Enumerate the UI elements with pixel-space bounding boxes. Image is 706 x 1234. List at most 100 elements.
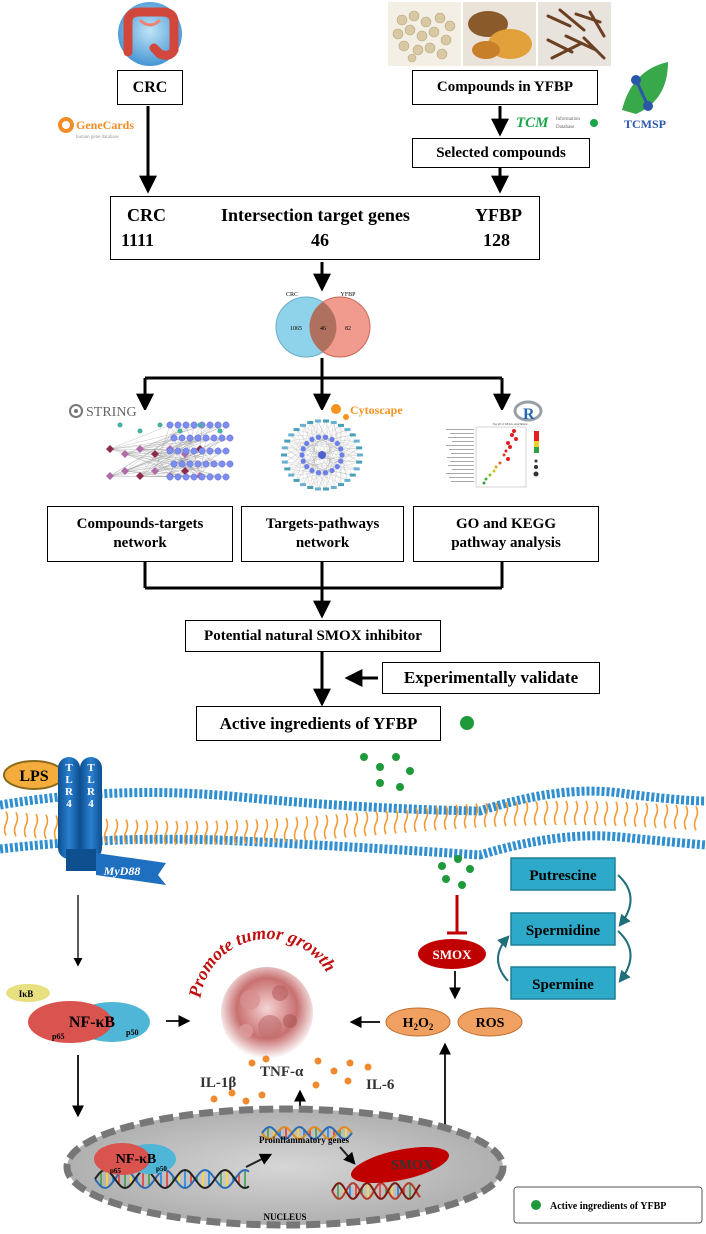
svg-text:Top 20 of KEGG enrichment: Top 20 of KEGG enrichment xyxy=(493,422,528,426)
targets-pathways-line1: Targets-pathways xyxy=(265,516,380,532)
lipid-tails xyxy=(3,800,699,846)
svg-text:TCMSP: TCMSP xyxy=(624,117,666,131)
putrescine-label: Putrescine xyxy=(529,868,597,884)
svg-text:R: R xyxy=(65,786,74,798)
cell-membrane xyxy=(0,786,706,860)
p65-label: p65 xyxy=(52,1032,64,1041)
potential-inhibitor-box: Potential natural SMOX inhibitor xyxy=(185,620,441,652)
intersection-yfbp-count: 128 xyxy=(483,230,510,250)
svg-text:4: 4 xyxy=(66,798,72,810)
lps-label: LPS xyxy=(19,768,48,785)
intersection-box: CRC 1111 Intersection target genes 46 YF… xyxy=(110,196,540,260)
potential-inhibitor-label: Potential natural SMOX inhibitor xyxy=(204,627,422,644)
intersection-yfbp-name: YFBP xyxy=(475,205,522,225)
compounds-targets-line1: Compounds-targets xyxy=(76,516,204,532)
active-ingredients-label: Active ingredients of YFBP xyxy=(219,713,418,733)
active-ingredients-box: Active ingredients of YFBP xyxy=(196,706,441,741)
svg-text:Database: Database xyxy=(556,125,575,130)
nuclear-smox-label: SMOX xyxy=(391,1158,433,1173)
svg-text:82: 82 xyxy=(345,326,351,332)
mechanism-graphics: LPS T L R 4 T L R 4 MyD88 IκB NF-κB p65 … xyxy=(0,753,706,1229)
h2o2-label: H2O2 xyxy=(403,1016,434,1032)
nucleus-shape xyxy=(67,1109,503,1225)
nuclear-p50-label: p50 xyxy=(156,1165,167,1173)
smox-label: SMOX xyxy=(433,947,473,962)
compounds-targets-line2: network xyxy=(113,535,167,551)
myd88-label: MyD88 xyxy=(103,864,141,878)
genecards-logo: GeneCards human gene database xyxy=(58,117,134,140)
svg-text:46: 46 xyxy=(320,326,326,332)
intersection-crc-name: CRC xyxy=(127,205,166,225)
intersection-title: Intersection target genes xyxy=(221,205,410,225)
tcm-logo: TCM Information Database xyxy=(516,115,598,131)
compound-target-network-image xyxy=(106,421,234,481)
ros-label: ROS xyxy=(476,1016,505,1031)
nuclear-smox-shape xyxy=(350,1147,450,1183)
smox-shape xyxy=(418,939,486,969)
svg-text:human gene database: human gene database xyxy=(76,135,120,140)
dna-helix-right xyxy=(331,1182,421,1200)
go-kegg-line2: pathway analysis xyxy=(451,535,561,551)
ros-shape xyxy=(457,1007,523,1037)
il1b-label: IL-1β xyxy=(200,1075,236,1091)
tcmsp-logo: TCMSP xyxy=(622,62,668,131)
ikb-shape xyxy=(6,984,50,1002)
svg-text:R: R xyxy=(523,406,535,423)
compounds-box-label: Compounds in YFBP xyxy=(436,79,574,95)
ingredient-dots-intracellular xyxy=(438,855,474,889)
svg-text:Information: Information xyxy=(556,117,580,122)
putrescine-box xyxy=(510,857,616,891)
ikb-label: IκB xyxy=(19,989,34,999)
r-logo: R xyxy=(513,400,543,423)
targets-pathways-box: Targets-pathways network xyxy=(241,506,404,562)
go-kegg-line1: GO and KEGG xyxy=(455,516,557,532)
legend-dot xyxy=(531,1200,541,1210)
svg-text:4: 4 xyxy=(88,798,94,810)
svg-text:YFBP: YFBP xyxy=(340,292,356,298)
svg-text:L: L xyxy=(65,774,72,786)
nuclear-envelope xyxy=(63,1105,507,1229)
compounds-targets-box: Compounds-targets network xyxy=(47,506,233,562)
herb-images xyxy=(388,2,611,66)
analysis-graphics: STRING Cytoscape R Top 20 of KEGG enrich… xyxy=(69,400,543,491)
validate-box: Experimentally validate xyxy=(382,662,600,694)
spermine-label: Spermine xyxy=(532,977,594,993)
lower-workflow-graphics xyxy=(143,562,504,730)
ingredient-dot xyxy=(460,716,474,730)
targets-pathways-line2: network xyxy=(295,535,350,551)
validate-label: Experimentally validate xyxy=(403,668,579,687)
nfkb-p65-shape xyxy=(28,1001,112,1043)
workflow-graphics: GeneCards human gene database TCM Inform… xyxy=(58,2,668,410)
legend-box xyxy=(513,1186,703,1224)
svg-text:T: T xyxy=(87,762,95,774)
dna-helix-center xyxy=(261,1125,353,1141)
proinflammatory-label: Proinflammatory genes xyxy=(259,1135,350,1145)
svg-text:1065: 1065 xyxy=(290,326,302,332)
svg-text:R: R xyxy=(87,786,96,798)
arrow-putrescine-spermidine xyxy=(617,874,632,927)
compounds-box: Compounds in YFBP xyxy=(412,70,598,105)
selected-compounds-label: Selected compounds xyxy=(436,144,566,161)
colon-image xyxy=(118,2,182,66)
svg-text:Cytoscape: Cytoscape xyxy=(350,403,403,417)
svg-text:T: T xyxy=(65,762,73,774)
tlr4-receptor xyxy=(58,757,102,871)
nucleus-label: NUCLEUS xyxy=(263,1212,306,1222)
svg-text:GeneCards: GeneCards xyxy=(76,118,134,132)
svg-text:L: L xyxy=(87,774,94,786)
arrow-nfkb-genes xyxy=(245,1153,273,1168)
intersection-crc-count: 1111 xyxy=(121,230,155,250)
legend-label: Active ingredients of YFBP xyxy=(550,1201,666,1212)
tnfa-label: TNF-α xyxy=(260,1064,304,1080)
nfkb-label: NF-κB xyxy=(69,1014,116,1031)
spermine-box xyxy=(510,966,616,1000)
crc-box-label: CRC xyxy=(132,78,168,96)
venn-diagram: CRC YFBP 1065 46 82 xyxy=(275,292,371,358)
crc-box: CRC xyxy=(117,70,183,105)
intersection-count: 46 xyxy=(311,230,329,250)
nuclear-nfkb-label: NF-κB xyxy=(116,1152,156,1167)
nuclear-nfkb-p65 xyxy=(94,1143,150,1175)
p50-label: p50 xyxy=(126,1028,138,1037)
spermidine-label: Spermidine xyxy=(526,923,601,939)
target-pathway-network-image xyxy=(281,419,363,491)
